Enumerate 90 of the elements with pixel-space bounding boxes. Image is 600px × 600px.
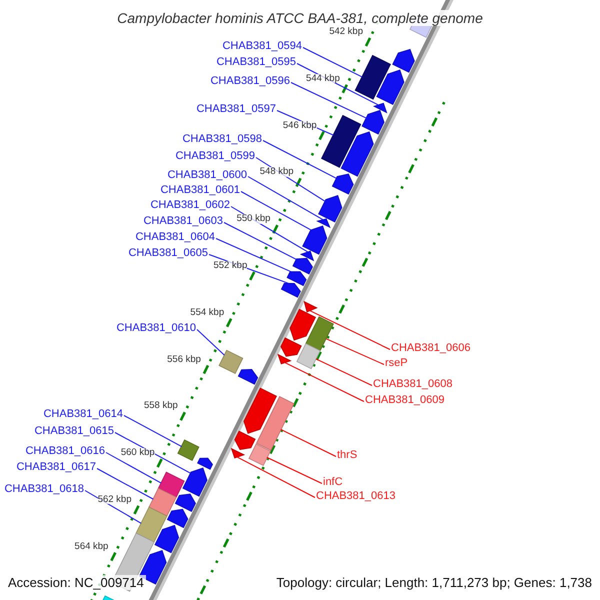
gene-block	[296, 343, 321, 370]
gene-label: CHAB381_0603	[143, 216, 223, 227]
scale-label: 564 kbp	[74, 542, 108, 552]
gene-block	[177, 439, 200, 461]
gene-block	[354, 54, 391, 100]
leader-line	[248, 176, 324, 220]
gene-triangle	[277, 354, 292, 364]
gene-pentagon	[182, 468, 208, 497]
gene-pentagon	[392, 48, 415, 73]
gene-triangle	[230, 448, 246, 459]
gene-pentagon	[286, 271, 307, 286]
leader-line	[114, 432, 192, 474]
scale-label: 558 kbp	[144, 401, 178, 411]
gene-label: CHAB381_0596	[210, 76, 290, 87]
scale-label: 562 kbp	[98, 494, 132, 504]
gene-label: CHAB381_0606	[391, 343, 471, 354]
gene-triangle	[304, 300, 318, 312]
leader-line	[262, 140, 337, 179]
gene-label: CHAB381_0598	[182, 134, 262, 145]
gene-label: CHAB381_0604	[135, 232, 215, 243]
gene-label: CHAB381_0615	[34, 426, 114, 437]
gene-pentagon	[290, 308, 316, 341]
gene-label: CHAB381_0595	[216, 57, 296, 68]
leader-line	[96, 468, 154, 500]
gene-label: CHAB381_0594	[222, 41, 302, 52]
gene-label: CHAB381_0601	[160, 185, 240, 196]
scale-label: 554 kbp	[190, 308, 224, 318]
gene-label: CHAB381_0616	[25, 446, 105, 457]
gene-label: CHAB381_0608	[373, 379, 453, 390]
leader-line	[224, 222, 298, 260]
scale-label: 560 kbp	[120, 448, 155, 458]
scale-label: 550 kbp	[236, 214, 270, 224]
gene-label: CHAB381_0610	[116, 323, 196, 334]
leader-line	[216, 238, 292, 272]
scale-label: 552 kbp	[213, 260, 248, 270]
gene-pentagon	[154, 524, 180, 554]
leader-line	[236, 456, 316, 498]
gene-label: CHAB381_0614	[43, 409, 123, 420]
leader-line	[302, 47, 363, 78]
scale-label: 542 kbp	[329, 27, 363, 36]
leader-line	[124, 415, 182, 448]
accession-label: Accession: NC_009714	[6, 575, 146, 590]
leader-line	[284, 362, 364, 402]
gene-triangle	[373, 102, 388, 114]
gene-block	[136, 506, 168, 543]
gene-label: CHAB381_0600	[167, 170, 247, 181]
gene-pentagon	[332, 174, 354, 195]
gene-label: rseP	[385, 358, 408, 369]
gene-block	[158, 472, 185, 498]
gene-label: thrS	[337, 450, 358, 461]
gene-pentagon	[280, 282, 301, 298]
gene-pentagon	[197, 458, 213, 470]
gene-label: CHAB381_0609	[365, 395, 445, 406]
leader-line	[266, 456, 322, 484]
gene-pentagon	[340, 131, 374, 177]
gene-pentagon	[166, 508, 188, 528]
scale-label: 546 kbp	[282, 120, 317, 130]
scale-label: 544 kbp	[306, 74, 340, 84]
leader-line	[106, 452, 162, 484]
gene-triangle	[300, 250, 314, 262]
gene-label: CHAB381_0617	[16, 462, 96, 473]
gene-pentagon	[376, 70, 404, 106]
gene-pentagon	[302, 226, 328, 255]
gene-label: CHAB381_0618	[4, 484, 84, 495]
gene-pentagon	[238, 369, 258, 385]
gene-label: CHAB381_0597	[196, 104, 276, 115]
leader-line	[315, 358, 372, 386]
leader-line	[290, 82, 367, 119]
gene-label: CHAB381_0602	[150, 200, 230, 211]
leader-line	[280, 428, 336, 457]
gene-block	[320, 114, 362, 168]
topology-label: Topology: circular; Length: 1,711,273 bp; Genes: 1,738	[274, 575, 594, 590]
leader-line	[240, 191, 312, 230]
gene-block	[248, 444, 271, 466]
gene-label: infC	[323, 477, 343, 488]
gene-label: CHAB381_0613	[316, 491, 396, 502]
gene-triangle	[316, 218, 331, 228]
scale-label: 548 kbp	[260, 167, 294, 177]
leader-line	[196, 329, 225, 356]
gene-label: CHAB381_0599	[175, 151, 255, 162]
leader-line	[325, 338, 384, 365]
gene-label: CHAB381_0605	[128, 248, 208, 259]
scale-label: 556 kbp	[167, 354, 201, 364]
gene-block	[256, 396, 294, 451]
gene-block	[148, 488, 177, 517]
leader-line	[309, 310, 390, 350]
gene-pentagon	[174, 494, 196, 512]
gene-block	[218, 350, 244, 374]
gene-pentagon	[243, 388, 277, 434]
gene-block	[305, 316, 334, 352]
